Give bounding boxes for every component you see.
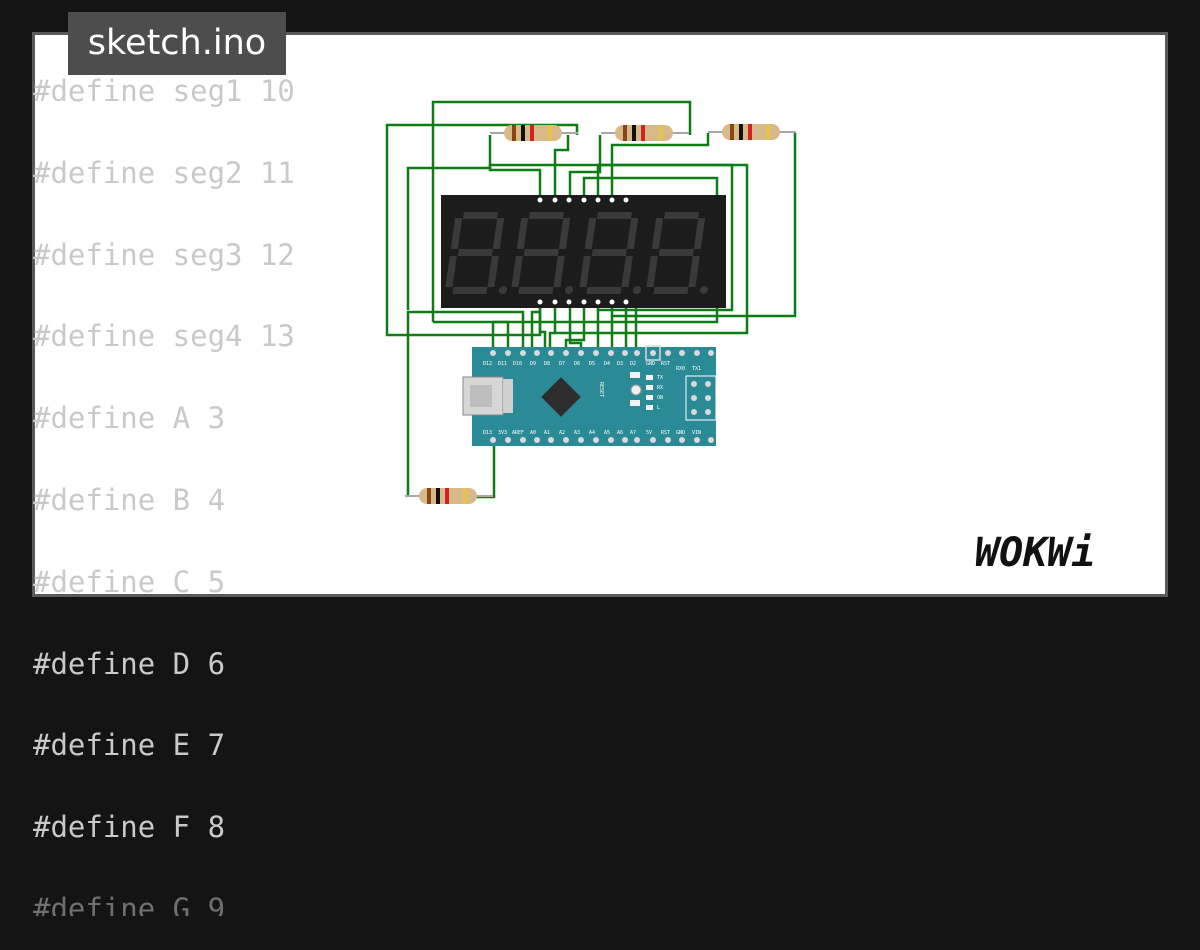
svg-text:D4: D4 xyxy=(604,361,610,367)
wire[interactable] xyxy=(553,135,570,197)
code-line: #define C 5 xyxy=(33,564,226,599)
wokwi-logo: WOKWi xyxy=(975,530,1095,576)
status-leds xyxy=(630,372,653,410)
board-pins-top xyxy=(490,350,714,356)
digit xyxy=(579,212,642,294)
wire[interactable] xyxy=(548,331,555,350)
wire[interactable] xyxy=(431,100,692,322)
display-pins-top xyxy=(537,197,629,203)
svg-text:D8: D8 xyxy=(544,361,550,367)
board-top-labels: D12 D11 D10 D9 D8 D7 D6 D5 D4 D3 D2 GND … xyxy=(483,361,701,372)
svg-text:A6: A6 xyxy=(617,430,623,436)
code-line: #define A 3 xyxy=(33,401,226,436)
svg-text:RX0: RX0 xyxy=(676,366,685,372)
wire[interactable] xyxy=(530,310,540,350)
svg-text:RST: RST xyxy=(661,361,670,367)
svg-text:TX1: TX1 xyxy=(692,366,701,372)
svg-text:D2: D2 xyxy=(630,361,636,367)
resistor[interactable] xyxy=(405,488,493,504)
file-tab[interactable]: sketch.ino xyxy=(68,12,286,75)
svg-text:3V3: 3V3 xyxy=(498,430,507,436)
svg-text:A0: A0 xyxy=(530,430,536,436)
code-line: #define G 9 xyxy=(33,891,226,916)
svg-text:AREF: AREF xyxy=(512,430,524,436)
svg-text:D5: D5 xyxy=(589,361,595,367)
microcontroller-chip xyxy=(541,377,581,417)
svg-text:A5: A5 xyxy=(604,430,610,436)
arduino-nano-board[interactable]: D12 D11 D10 D9 D8 D7 D6 D5 D4 D3 D2 GND … xyxy=(462,345,717,446)
svg-text:D10: D10 xyxy=(513,361,522,367)
svg-text:D7: D7 xyxy=(559,361,565,367)
circuit-diagram: D12 D11 D10 D9 D8 D7 D6 D5 D4 D3 D2 GND … xyxy=(385,100,797,504)
svg-text:A1: A1 xyxy=(544,430,550,436)
svg-text:GND: GND xyxy=(646,361,655,367)
wire[interactable] xyxy=(488,135,542,197)
code-line: #define E 7 xyxy=(33,728,226,763)
wire[interactable] xyxy=(538,302,547,350)
svg-text:L: L xyxy=(657,405,660,411)
board-pins-bottom xyxy=(490,437,714,443)
code-line: #define F 8 xyxy=(33,810,226,845)
wire[interactable] xyxy=(406,163,734,312)
code-line: #define seg4 13 xyxy=(33,319,295,354)
svg-text:VIN: VIN xyxy=(692,430,701,436)
svg-text:ON: ON xyxy=(657,395,663,401)
resistor[interactable] xyxy=(601,125,689,141)
resistor[interactable] xyxy=(708,124,796,140)
wires xyxy=(385,100,797,499)
svg-text:A4: A4 xyxy=(589,430,595,436)
code-line: #define seg2 11 xyxy=(33,155,295,190)
resistor[interactable] xyxy=(490,125,578,141)
wire[interactable] xyxy=(493,320,510,350)
wokwi-logo-text: WOKWi xyxy=(975,530,1095,576)
code-line: #define seg1 10 xyxy=(33,74,295,108)
svg-text:A7: A7 xyxy=(630,430,636,436)
svg-text:5V: 5V xyxy=(646,430,652,436)
wire[interactable] xyxy=(553,163,749,335)
wire[interactable] xyxy=(568,135,602,197)
svg-text:TX: TX xyxy=(657,375,663,381)
svg-text:D9: D9 xyxy=(530,361,536,367)
wire[interactable] xyxy=(610,133,710,197)
code-line: #define seg3 12 xyxy=(33,237,295,272)
code-line: #define B 4 xyxy=(33,482,226,517)
svg-text:A3: A3 xyxy=(574,430,580,436)
reset-button[interactable] xyxy=(630,384,642,396)
digit xyxy=(511,212,574,294)
led-labels: TX RX ON L xyxy=(657,375,663,411)
wire[interactable] xyxy=(433,176,719,324)
svg-text:RST: RST xyxy=(661,430,670,436)
svg-text:D3: D3 xyxy=(617,361,623,367)
wire[interactable] xyxy=(470,440,496,499)
seven-segment-display[interactable] xyxy=(441,195,726,308)
svg-text:D12: D12 xyxy=(483,361,492,367)
reset-label: RESET xyxy=(598,382,604,397)
svg-text:D13: D13 xyxy=(483,430,492,436)
wire[interactable] xyxy=(406,310,525,496)
digit xyxy=(445,212,508,294)
board-bottom-labels: D13 3V3 AREF A0 A1 A2 A3 A4 A5 A6 A7 5V … xyxy=(483,430,701,436)
svg-text:RX: RX xyxy=(657,385,663,391)
display-pins-bottom xyxy=(537,299,629,305)
code-line: #define D 6 xyxy=(33,646,226,681)
digit xyxy=(646,212,709,294)
wire[interactable] xyxy=(568,302,583,350)
svg-text:D6: D6 xyxy=(574,361,580,367)
wire[interactable] xyxy=(564,302,586,350)
svg-text:A2: A2 xyxy=(559,430,565,436)
usb-connector xyxy=(462,376,513,416)
wire[interactable] xyxy=(610,133,797,318)
svg-text:GND: GND xyxy=(676,430,685,436)
svg-text:D11: D11 xyxy=(498,361,507,367)
icsp-header xyxy=(685,375,717,421)
preview-card xyxy=(35,35,1165,594)
